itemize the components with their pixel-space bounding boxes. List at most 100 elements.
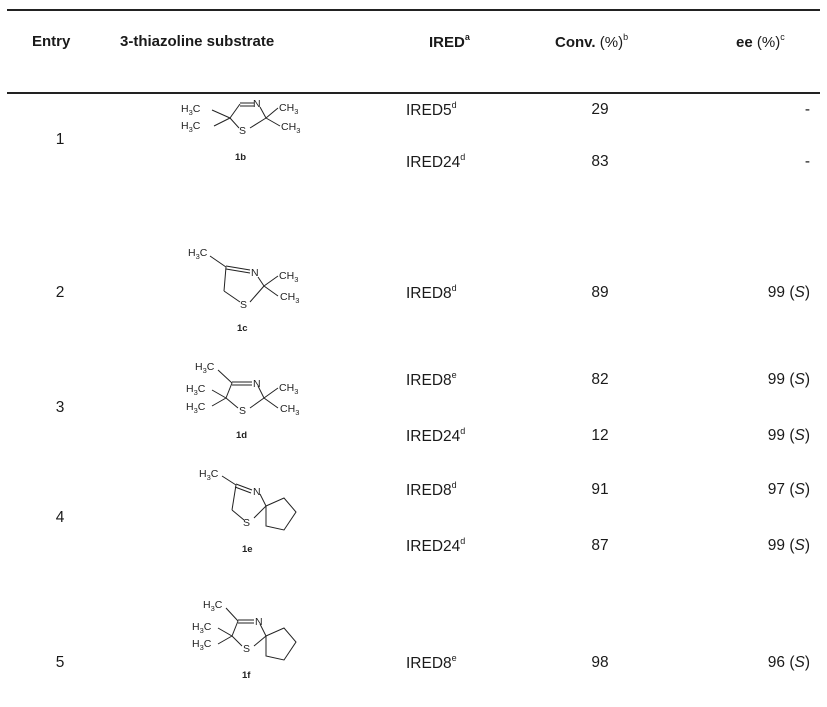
- conversion-value: 12: [591, 427, 609, 444]
- ee-cell: 99 (S): [767, 427, 810, 444]
- methyl-label: H3C: [186, 401, 206, 415]
- header-conv: Conv. (%)b: [555, 32, 629, 51]
- ee-value: -: [804, 101, 810, 118]
- structure-1d: N S H3C H3C H3C CH3 CH3 1d: [150, 358, 340, 458]
- structure-1e-drawing: N S H3C 1e: [199, 468, 297, 555]
- ired-name: IRED8: [406, 285, 452, 303]
- conversion-value: 87: [591, 537, 609, 554]
- atom-s: S: [240, 299, 247, 311]
- ired-footnote: d: [451, 283, 457, 293]
- structure-1b-drawing: N S H3C H3C CH3 CH3 1b: [181, 98, 300, 163]
- atom-n: N: [253, 486, 261, 498]
- header-ee: ee (%)c: [736, 32, 785, 51]
- header-ired: IREDa: [429, 32, 470, 51]
- ee-configuration: S: [794, 654, 805, 671]
- methyl-label: H3C: [181, 103, 201, 117]
- structure-1d-drawing: N S H3C H3C H3C CH3 CH3 1d: [186, 361, 299, 441]
- ired-cell: IRED24d: [406, 426, 526, 446]
- methyl-label: CH3: [281, 121, 300, 135]
- ired-footnote: d: [460, 536, 466, 546]
- header-conv-label: Conv.: [555, 34, 596, 51]
- header-substrate-label: 3-thiazoline substrate: [120, 33, 275, 50]
- methyl-label: H3C: [192, 638, 212, 652]
- ired-name: IRED5: [406, 102, 452, 120]
- compound-id: 1c: [237, 323, 248, 334]
- compound-id: 1f: [242, 670, 251, 681]
- methyl-label: CH3: [279, 102, 298, 116]
- table-header-rule: [7, 92, 820, 94]
- ired-cell: IRED8d: [406, 480, 526, 500]
- ired-footnote: d: [460, 426, 466, 436]
- header-ee-footnote: c: [780, 32, 785, 42]
- header-ired-label: IRED: [429, 34, 465, 51]
- methyl-label: H3C: [188, 247, 208, 261]
- compound-id: 1b: [235, 152, 246, 163]
- header-conv-unit: (%): [599, 34, 624, 51]
- header-ee-unit: (%): [756, 34, 781, 51]
- header-entry: Entry: [32, 33, 70, 50]
- methyl-label: H3C: [186, 383, 206, 397]
- methyl-label: H3C: [181, 120, 201, 134]
- ee-value: 97: [767, 481, 786, 498]
- atom-s: S: [243, 517, 250, 529]
- structure-1e: N S H3C 1e: [150, 468, 340, 568]
- ired-cell: IRED8e: [406, 370, 526, 390]
- conversion-value: 82: [591, 371, 609, 388]
- header-ee-label: ee: [736, 34, 753, 51]
- ee-cell: 99 (S): [767, 537, 810, 554]
- methyl-label: H3C: [199, 468, 219, 482]
- atom-n: N: [251, 267, 259, 279]
- ee-cell: -: [730, 101, 810, 119]
- ired-cell: IRED8d: [406, 283, 526, 303]
- structure-1c: N S H3C CH3 CH3 1c: [150, 246, 340, 346]
- ee-cell: 99 (S): [767, 371, 810, 388]
- ee-cell: 97 (S): [767, 481, 810, 498]
- structure-1c-drawing: N S H3C CH3 CH3 1c: [188, 247, 299, 334]
- header-ired-footnote: a: [464, 32, 470, 42]
- ired-name: IRED8: [406, 655, 452, 673]
- structure-1f-drawing: N S H3C H3C H3C 1f: [192, 599, 297, 681]
- ired-footnote: d: [460, 152, 466, 162]
- entry-number: 5: [55, 654, 65, 671]
- conversion-value: 83: [591, 153, 609, 170]
- ired-name: IRED8: [406, 482, 452, 500]
- ee-configuration: S: [794, 537, 805, 554]
- ee-value: 99: [767, 427, 786, 444]
- ired-footnote: d: [451, 100, 457, 110]
- ee-value: 99: [767, 537, 786, 554]
- structure-1b: N S H3C H3C CH3 CH3 1b: [150, 96, 340, 196]
- ee-configuration: S: [794, 284, 805, 301]
- conversion-value: 98: [591, 654, 609, 671]
- atom-s: S: [239, 125, 246, 137]
- ee-cell: 96 (S): [767, 654, 810, 671]
- ired-name: IRED24: [406, 154, 461, 172]
- atom-n: N: [253, 378, 261, 390]
- methyl-label: CH3: [280, 291, 299, 305]
- ee-value: 96: [767, 654, 786, 671]
- ee-cell: -: [730, 153, 810, 171]
- ired-name: IRED24: [406, 428, 461, 446]
- methyl-label: CH3: [280, 403, 299, 417]
- header-substrate: 3-thiazoline substrate: [120, 33, 274, 50]
- ired-cell: IRED8e: [406, 653, 526, 673]
- ired-footnote: d: [451, 480, 457, 490]
- methyl-label: CH3: [279, 270, 298, 284]
- ee-configuration: S: [794, 481, 805, 498]
- conversion-value: 91: [591, 481, 609, 498]
- header-conv-footnote: b: [623, 32, 629, 42]
- ired-name: IRED24: [406, 538, 461, 556]
- atom-s: S: [243, 643, 250, 655]
- ee-value: -: [804, 153, 810, 170]
- conversion-value: 29: [591, 101, 609, 118]
- entry-number: 4: [55, 509, 65, 526]
- compound-id: 1d: [236, 430, 247, 441]
- ee-value: 99: [767, 284, 786, 301]
- ee-configuration: S: [794, 427, 805, 444]
- atom-s: S: [239, 405, 246, 417]
- ired-name: IRED8: [406, 372, 452, 390]
- methyl-label: H3C: [192, 621, 212, 635]
- methyl-label: H3C: [203, 599, 223, 613]
- conversion-value: 89: [591, 284, 609, 301]
- entry-number: 3: [55, 399, 65, 416]
- atom-n: N: [255, 616, 263, 628]
